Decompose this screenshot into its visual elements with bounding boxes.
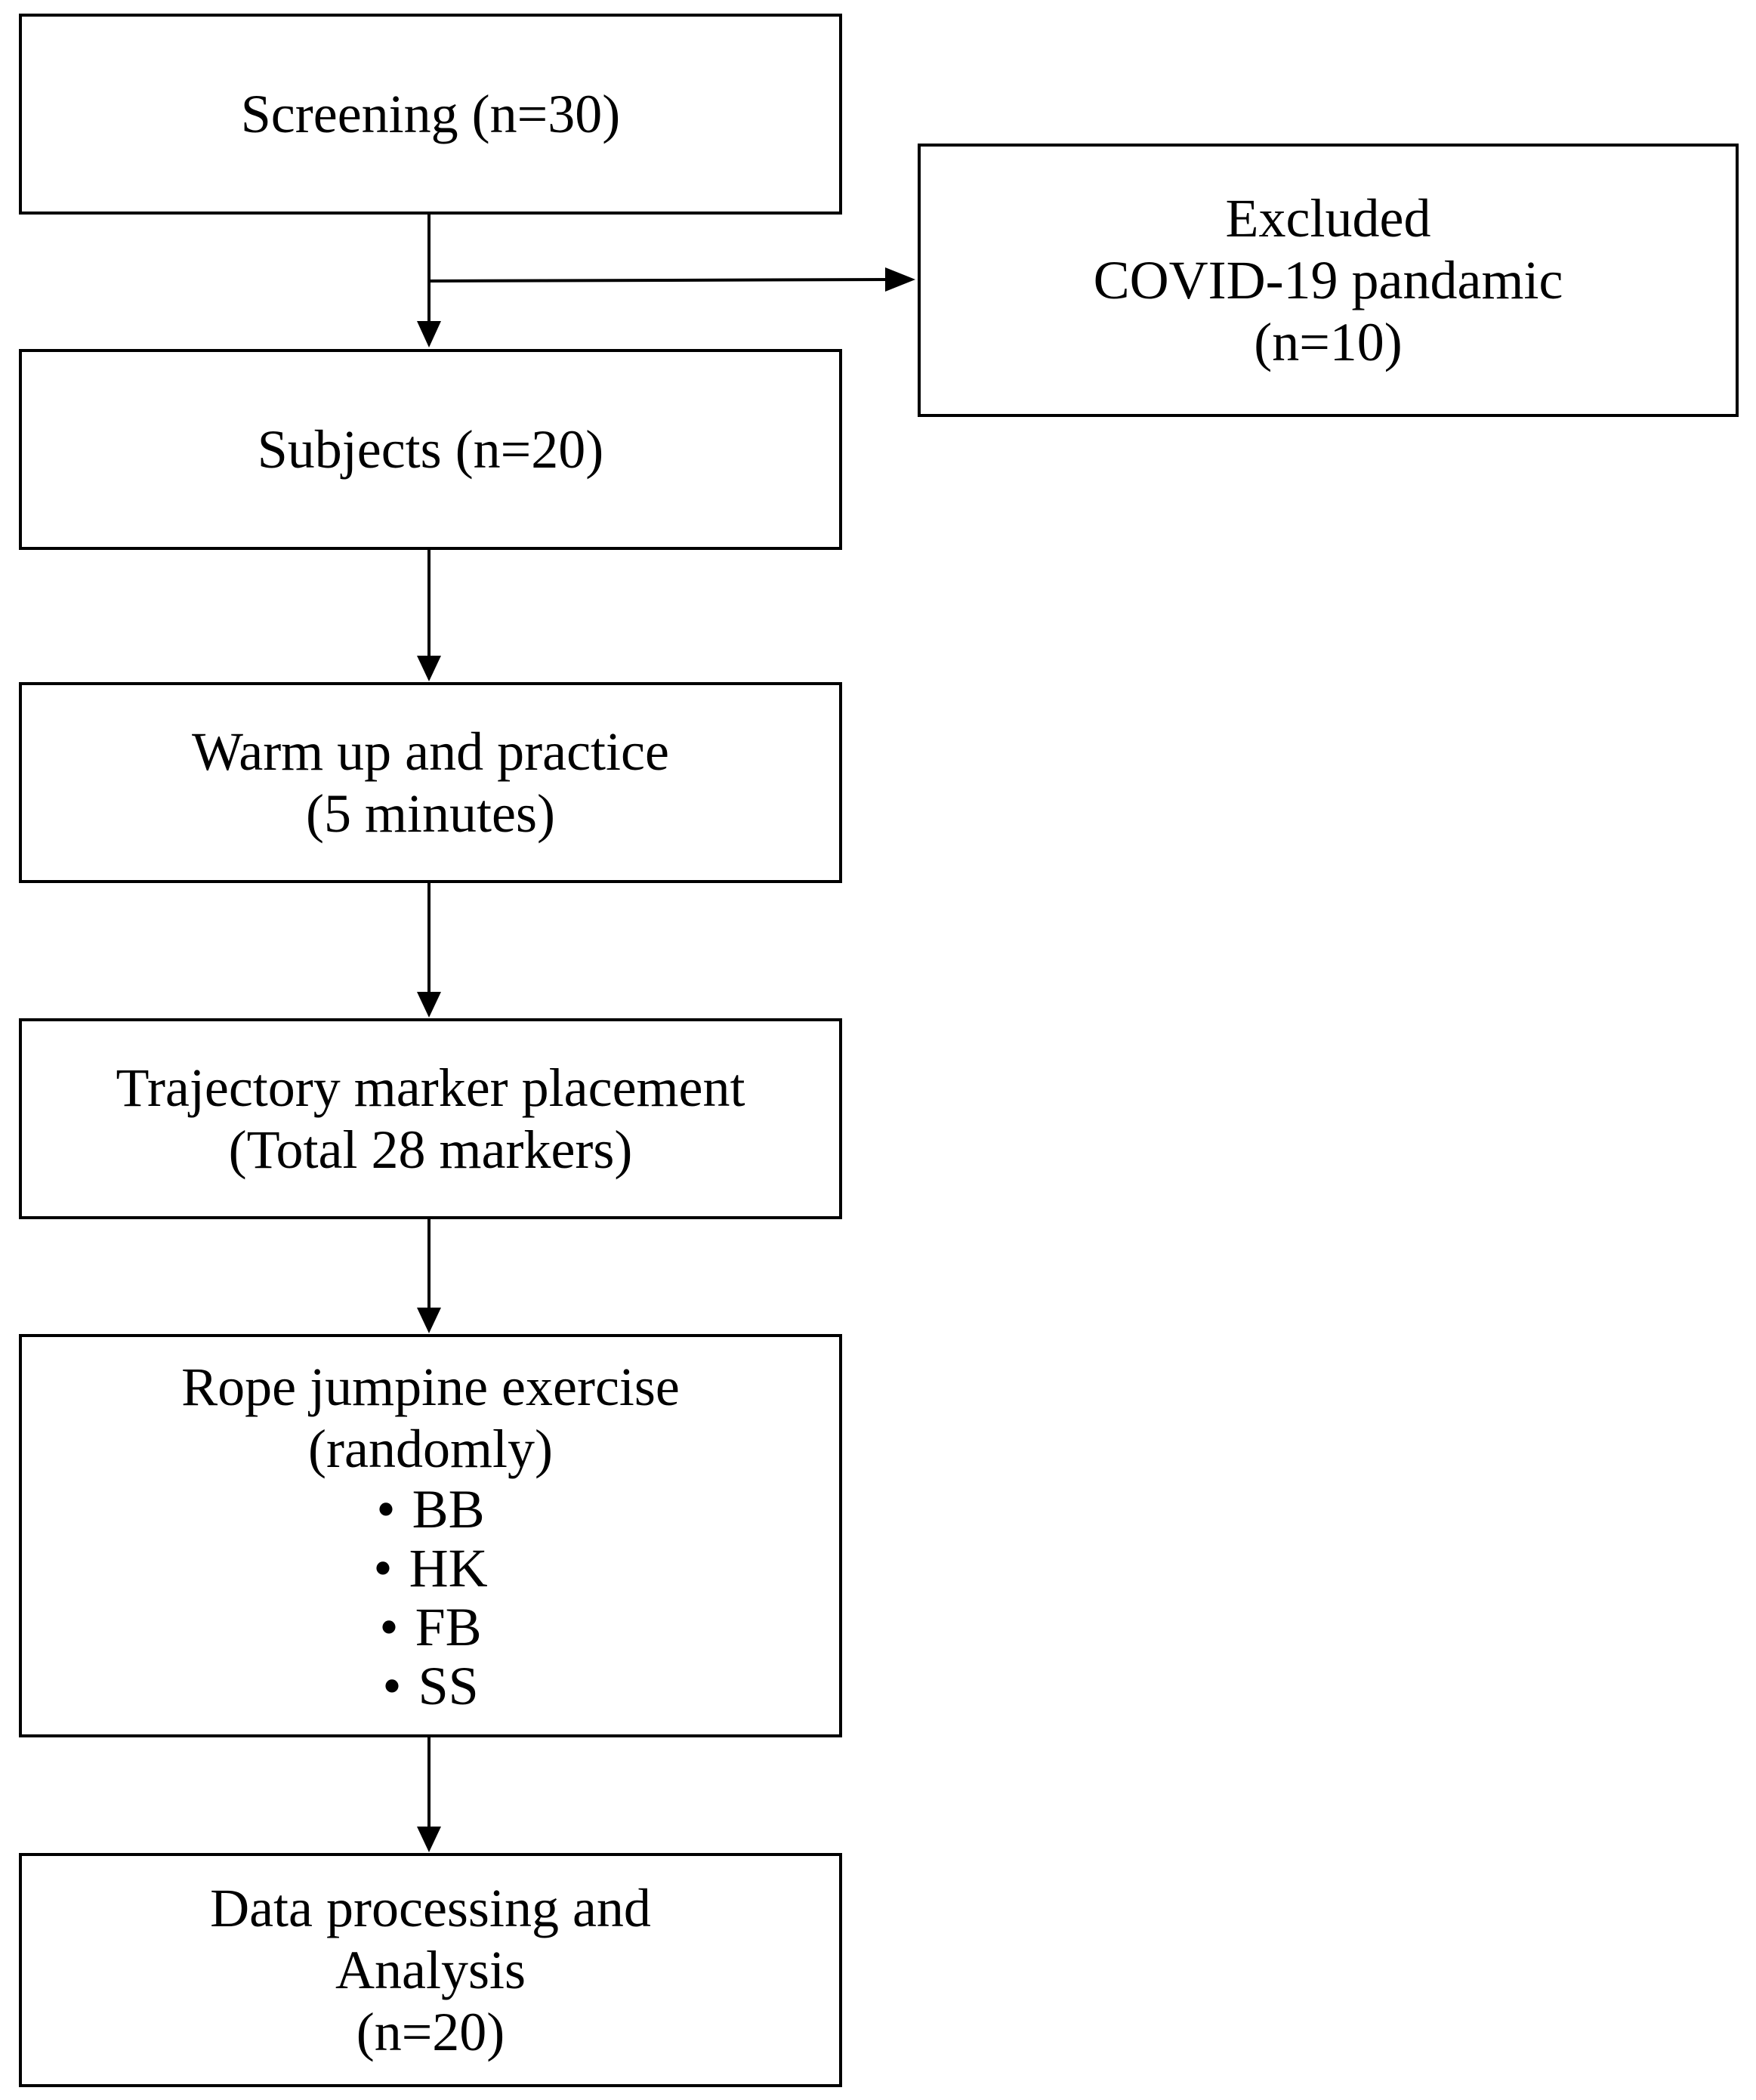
screening-box: Screening (n=30) <box>19 14 842 215</box>
exercise-mode: (randomly) <box>308 1419 553 1479</box>
arrowhead-exercise <box>417 1308 441 1333</box>
arrowhead-warmup <box>417 656 441 681</box>
arrowhead-analysis <box>417 1827 441 1852</box>
list-item: • HK <box>373 1539 487 1598</box>
exercise-item-hk: HK <box>409 1538 488 1598</box>
exercise-box: Rope jumpine exercise (randomly) •BB •HK… <box>19 1334 842 1737</box>
markers-title: Trajectory marker placement <box>116 1058 745 1118</box>
markers-box: Trajectory marker placement (Total 28 ma… <box>19 1018 842 1219</box>
exercise-list: •BB •HK •FB •SS <box>373 1480 487 1716</box>
exercise-item-ss: SS <box>418 1656 479 1716</box>
list-item: • FB <box>373 1598 487 1657</box>
excluded-title: Excluded <box>1225 188 1431 249</box>
screening-label: Screening (n=30) <box>240 84 621 144</box>
exercise-item-fb: FB <box>415 1597 482 1657</box>
analysis-title: Data processing and <box>210 1878 651 1938</box>
warmup-title: Warm up and practice <box>192 721 669 782</box>
excluded-box: Excluded COVID-19 pandamic (n=10) <box>918 144 1739 417</box>
arrowhead-subjects <box>417 321 441 347</box>
exercise-title: Rope jumpine exercise <box>181 1357 680 1417</box>
warmup-duration: (5 minutes) <box>306 783 555 844</box>
subjects-box: Subjects (n=20) <box>19 349 842 550</box>
bullet-icon: • <box>379 1597 399 1657</box>
bullet-icon: • <box>376 1479 396 1539</box>
arrow-to-excluded <box>428 278 896 283</box>
excluded-reason: COVID-19 pandamic <box>1093 250 1563 310</box>
markers-total: (Total 28 markers) <box>228 1119 633 1180</box>
warmup-box: Warm up and practice (5 minutes) <box>19 682 842 883</box>
excluded-count: (n=10) <box>1254 312 1403 372</box>
arrowhead-excluded <box>885 267 915 292</box>
bullet-icon: • <box>382 1656 402 1716</box>
list-item: • SS <box>373 1657 487 1716</box>
arrowhead-markers <box>417 992 441 1018</box>
bullet-icon: • <box>373 1538 393 1598</box>
subjects-label: Subjects (n=20) <box>257 419 604 480</box>
analysis-count: (n=20) <box>356 2002 505 2062</box>
list-item: • BB <box>373 1480 487 1539</box>
analysis-box: Data processing and Analysis (n=20) <box>19 1853 842 2087</box>
analysis-subtitle: Analysis <box>335 1940 526 2000</box>
exercise-item-bb: BB <box>412 1479 485 1539</box>
